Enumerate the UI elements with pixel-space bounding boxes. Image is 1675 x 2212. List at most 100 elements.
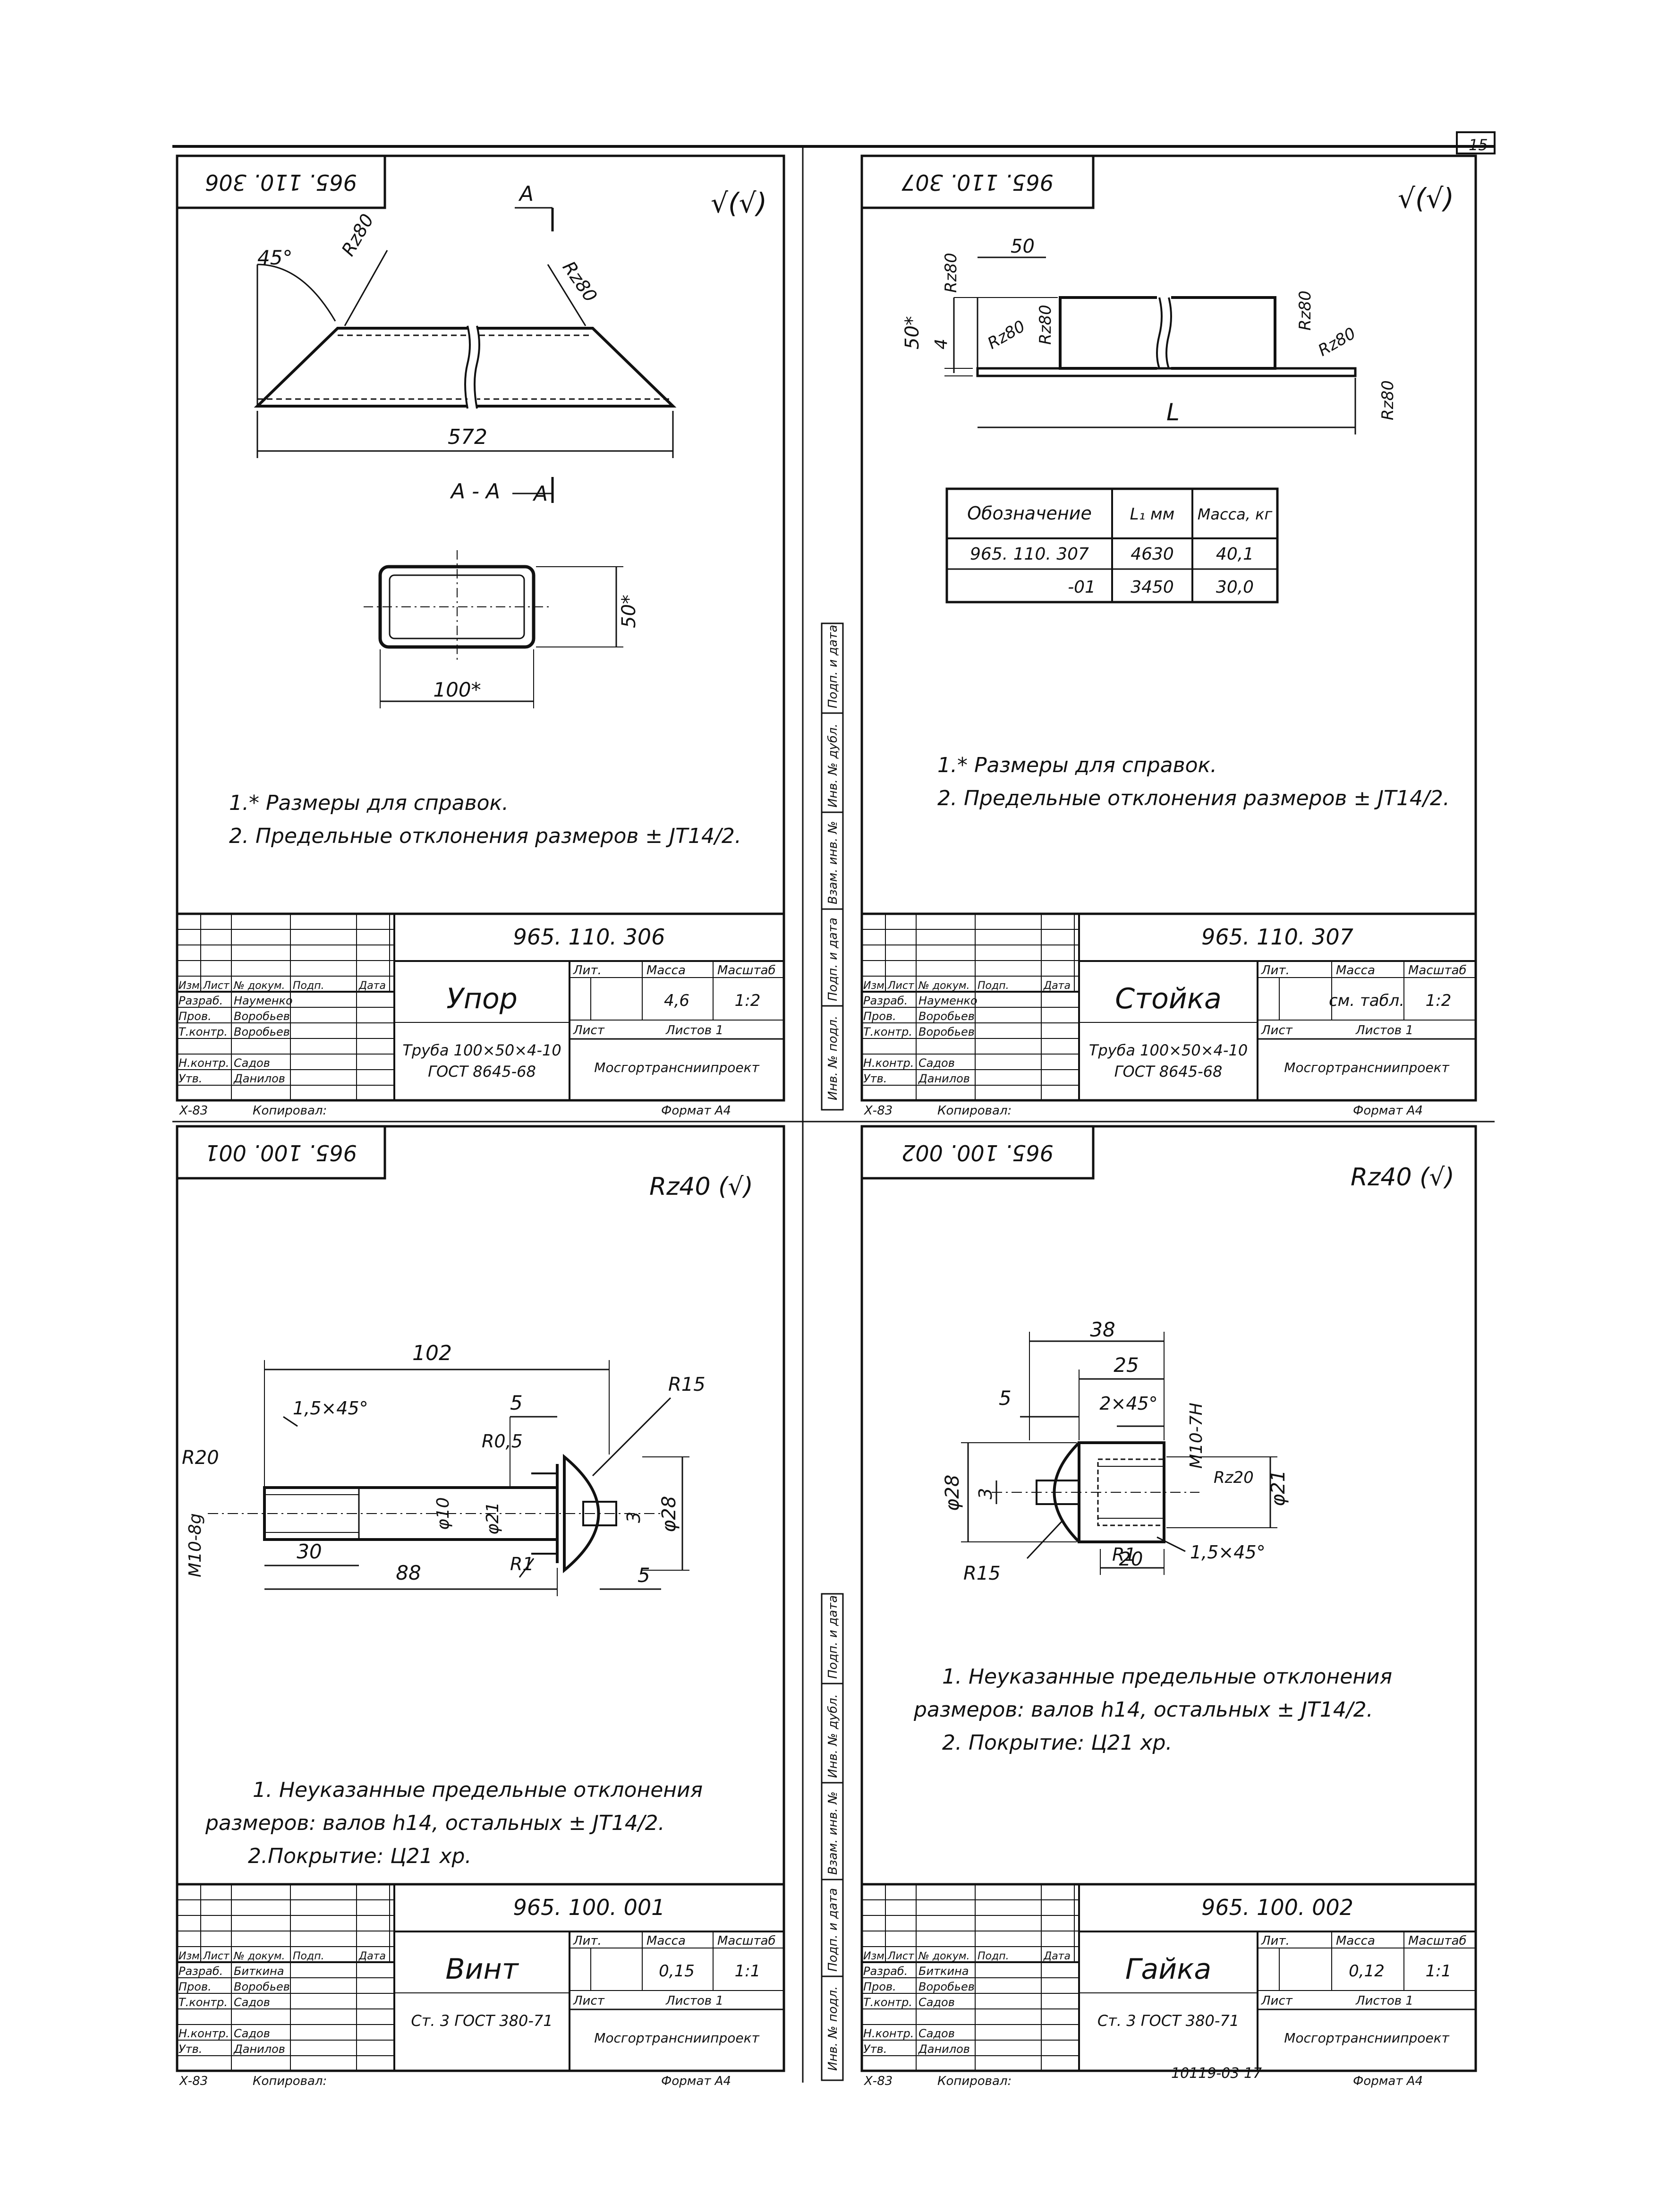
part-name: Упор [446,982,518,1015]
person-name: Воробьев [918,1025,975,1038]
side-strip-label: Подп. и дата [826,1888,840,1972]
code-stamp-box [860,154,1095,209]
dim-chamfer-1-5x45: 1,5×45° [1190,1542,1266,1563]
code-stamp: 965. 100. 002 [901,1140,1054,1166]
organization: Мосгортрансниипроект [1284,2030,1449,2046]
header-lit: Лит. [1261,963,1290,978]
role-label: Разраб. [179,1965,223,1978]
scale-value: 1:1 [735,1962,761,1981]
mass-value: 0,15 [659,1962,695,1981]
footer-x83: Х-83 [863,2074,893,2088]
roughness-mark: Rz40 (√) [1351,1163,1454,1191]
frame-965-100-001 [176,1125,785,2072]
dim-102: 102 [412,1341,452,1365]
roughness-mark: √(√) [711,187,767,219]
dim-height: 50* [618,595,640,628]
person-name: Садов [918,1996,955,2009]
role-label: Т.контр. [179,1025,228,1038]
table-cell: -01 [1068,578,1096,597]
dim-d10: φ10 [434,1497,453,1530]
dim-20: 20 [1119,1548,1143,1570]
dim-50-height: 50* [901,316,923,349]
role-label: Пров. [179,1010,212,1023]
section-mark-bottom: A [532,482,548,506]
side-strip-bottom: Инв. № подл. Подп. и дата Взам. инв. № И… [821,1593,844,2081]
dim-d28: φ28 [658,1496,680,1532]
role-label: Т.контр. [863,1025,912,1038]
dim-rz-4: Rz80 [1296,290,1315,331]
dim-rz-2: Rz80 [985,317,1029,353]
person-name: Воробьев [918,1980,975,1993]
role-label: Разраб. [179,994,223,1007]
footer-format: Формат А4 [661,1104,731,1118]
header-cell: Изм. [179,1950,203,1962]
role-label: Н.контр. [863,2027,914,2040]
footer-format: Формат А4 [1353,1104,1423,1118]
dim-4: 4 [932,339,951,349]
note-2: 2. Предельные отклонения размеров ± JT14… [229,824,741,848]
person-name: Садов [234,2027,270,2040]
drawing-code: 965. 100. 001 [513,1895,665,1920]
code-stamp: 965. 100. 001 [205,1140,357,1166]
organization: Мосгортрансниипроект [594,2030,759,2046]
drawing-965-100-001: 965. 100. 001 Rz40 (√) [176,1125,785,2088]
part-view-stoyka [944,256,1357,434]
side-strip-label: Инв. № подл. [826,1016,840,1100]
person-name: Садов [918,1056,955,1070]
header-cell: Лист [887,1950,915,1962]
role-label: Н.контр. [863,1056,914,1070]
header-sheet: Лист [573,1994,605,2008]
dim-rz-right: Rz80 [559,257,601,306]
drawing-965-110-307: 965. 110. 307 √(√) 50 50* 4 Rz80 Rz80 Rz… [860,154,1477,1118]
note-3: 2. Покрытие: Ц21 хр. [942,1731,1172,1755]
note-3: 2.Покрытие: Ц21 хр. [248,1844,471,1868]
table-header-mass: Масса, кг [1198,505,1273,523]
header-cell: Изм. [863,1950,888,1962]
mass-value: 4,6 [664,991,689,1010]
person-name: Науменко [918,994,978,1007]
archive-code: 10119-03 17 [1171,2065,1262,2082]
role-label: Разраб. [863,1965,908,1978]
dim-r15: R15 [963,1563,1001,1584]
sheets-count: Листов 1 [1355,1994,1413,2008]
drawing-code: 965. 110. 306 [513,924,665,950]
part-view-upor [254,207,677,708]
header-mass: Масса [646,963,686,978]
dim-width: 100* [433,678,481,701]
role-label: Утв. [863,1072,887,1085]
person-name: Данилов [233,2042,285,2056]
part-name: Гайка [1125,1953,1211,1986]
roughness-mark: Rz40 (√) [649,1173,753,1201]
footer-copied: Копировал: [937,2074,1012,2088]
dim-rz20: Rz20 [1214,1468,1254,1487]
section-mark-top: A [518,182,534,206]
person-name: Воробьев [234,1980,290,1993]
side-strip-label: Инв. № дубл. [826,1694,840,1778]
footer-format: Формат А4 [1353,2074,1423,2088]
header-lit: Лит. [1261,1934,1290,1948]
header-cell: Дата [358,1950,386,1962]
sheets-count: Листов 1 [665,1023,723,1038]
table-header-designation: Обозначение [967,503,1092,524]
dim-angle: 45° [257,246,292,269]
header-cell: Лист [887,980,915,992]
side-strip-label: Инв. № дубл. [826,723,840,808]
material-line-2: ГОСТ 8645-68 [1114,1063,1223,1080]
material-line-1: Ст. 3 ГОСТ 380-71 [411,2012,553,2030]
material-line-1: Труба 100×50×4-10 [402,1041,561,1059]
note-1: 1.* Размеры для справок. [229,791,509,815]
dim-length: 572 [448,425,487,449]
header-cell: Лист [203,1950,230,1962]
dim-chamfer: 1,5×45° [293,1398,368,1419]
material-line-2: ГОСТ 8645-68 [428,1063,536,1080]
scale-value: 1:2 [735,991,761,1010]
note-1: 1. Неуказанные предельные отклонения [942,1665,1392,1689]
scale-value: 1:1 [1426,1962,1452,1981]
material-line-1: Труба 100×50×4-10 [1089,1041,1248,1059]
table-cell: 965. 110. 307 [970,544,1089,564]
header-lit: Лит. [573,963,602,978]
code-stamp-box [176,154,386,209]
